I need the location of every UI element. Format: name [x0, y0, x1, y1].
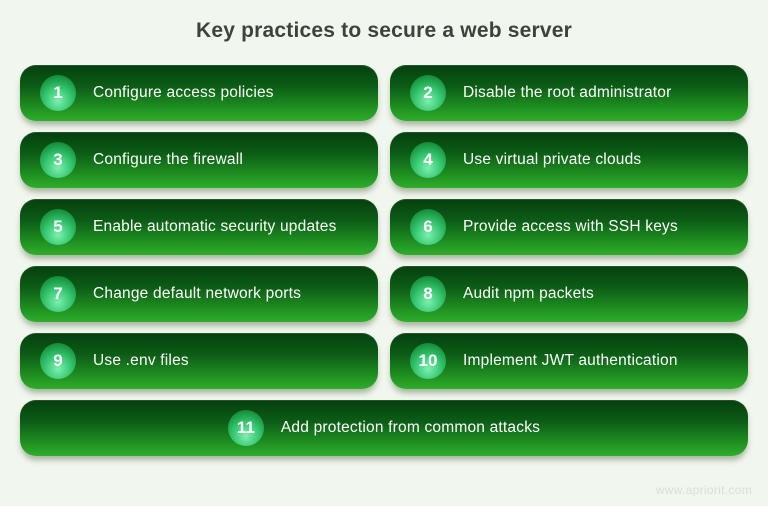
practice-pill: 4 Use virtual private clouds — [390, 132, 748, 188]
item-number-badge: 5 — [40, 209, 76, 245]
item-number: 8 — [423, 284, 433, 303]
item-number: 4 — [423, 150, 433, 169]
practices-grid: 1 Configure access policies 2 Disable th… — [20, 65, 748, 456]
item-number: 5 — [53, 217, 63, 236]
page-title: Key practices to secure a web server — [195, 19, 573, 42]
item-number-badge: 10 — [410, 343, 446, 379]
item-number-badge: 8 — [410, 276, 446, 312]
item-label: Use .env files — [93, 352, 189, 369]
item-number-badge: 3 — [40, 142, 76, 178]
item-label: Implement JWT authentication — [463, 352, 678, 369]
item-label: Configure access policies — [93, 84, 274, 101]
item-label: Disable the root administrator — [463, 84, 672, 101]
item-label: Add protection from common attacks — [280, 419, 541, 436]
item-number: 9 — [53, 351, 63, 370]
item-number: 3 — [53, 150, 63, 169]
practice-pill: 7 Change default network ports — [20, 266, 378, 322]
item-number-badge: 1 — [40, 75, 76, 111]
item-number: 2 — [423, 83, 433, 102]
item-number-badge: 2 — [410, 75, 446, 111]
item-label: Audit npm packets — [463, 285, 594, 302]
item-number: 7 — [53, 284, 63, 303]
item-number-badge: 9 — [40, 343, 76, 379]
item-label: Change default network ports — [93, 285, 302, 302]
item-number: 6 — [423, 217, 433, 236]
practice-pill: 5 Enable automatic security updates — [20, 199, 378, 255]
practice-pill: 2 Disable the root administrator — [390, 65, 748, 121]
practice-pill: 8 Audit npm packets — [390, 266, 748, 322]
item-number-badge: 6 — [410, 209, 446, 245]
practice-pill: 1 Configure access policies — [20, 65, 378, 121]
website-watermark: www.apriorit.com — [655, 483, 752, 497]
practice-pill: 10 Implement JWT authentication — [390, 333, 748, 389]
item-number-badge: 7 — [40, 276, 76, 312]
item-label: Configure the firewall — [93, 151, 244, 168]
item-number: 1 — [53, 83, 63, 102]
item-label: Provide access with SSH keys — [463, 218, 678, 235]
item-label: Use virtual private clouds — [463, 151, 642, 168]
item-number: 10 — [418, 351, 438, 370]
practice-pill: 6 Provide access with SSH keys — [390, 199, 748, 255]
practice-pill: 3 Configure the firewall — [20, 132, 378, 188]
practice-pill: 11 Add protection from common attacks — [20, 400, 748, 456]
item-number-badge: 11 — [227, 410, 264, 446]
item-number-badge: 4 — [410, 142, 446, 178]
item-number: 11 — [236, 418, 255, 437]
item-label: Enable automatic security updates — [93, 218, 337, 235]
practice-pill: 9 Use .env files — [20, 333, 378, 389]
